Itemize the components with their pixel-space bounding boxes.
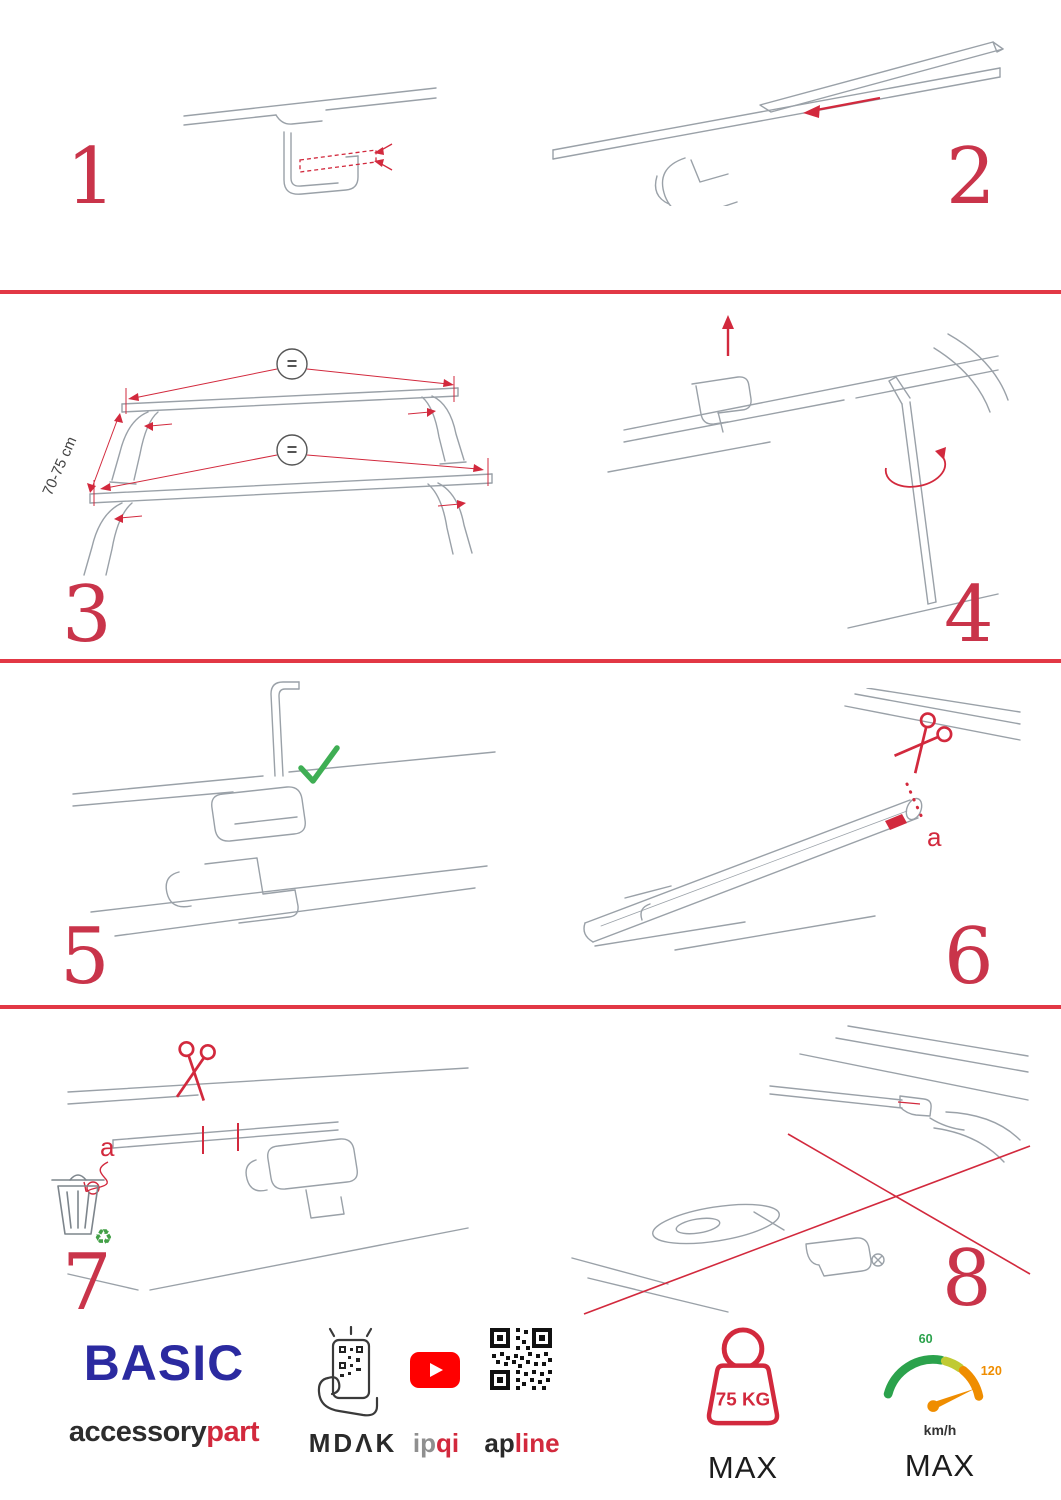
strap-cut-sketch bbox=[67, 1067, 469, 1291]
recycle-icon: ♻ bbox=[94, 1226, 113, 1249]
scissors-icon bbox=[175, 1040, 216, 1102]
weight-value: 75 KG bbox=[716, 1388, 770, 1409]
insert-up-arrow-icon bbox=[722, 315, 734, 356]
checkmark-icon bbox=[298, 745, 340, 784]
partner-apline-black: ap bbox=[484, 1428, 515, 1458]
pad-arrow-icon bbox=[374, 147, 384, 155]
weight-max-label: MAX bbox=[707, 1450, 779, 1485]
equal-sign-bottom: = bbox=[287, 440, 298, 460]
trash-bin-icon bbox=[51, 1174, 105, 1235]
partner-mdak: MDΛK bbox=[308, 1428, 398, 1458]
red-divider bbox=[0, 659, 1061, 663]
rail-and-clamp-sketch bbox=[183, 87, 437, 195]
phone-qr-pixels bbox=[339, 1346, 363, 1377]
step-7-number: 7 bbox=[62, 1238, 112, 1328]
discard-cord-line bbox=[83, 1161, 109, 1195]
step-1-number: 1 bbox=[66, 132, 116, 222]
brand-subtitle-black: accessory bbox=[68, 1416, 207, 1448]
cut-piece-label: a bbox=[100, 1132, 115, 1162]
weight-body bbox=[706, 1363, 780, 1426]
partner-ipqi: ipqi bbox=[404, 1428, 468, 1459]
brand-block: BASIC accessorypart bbox=[58, 1338, 270, 1449]
partner-apline-red: line bbox=[514, 1428, 560, 1458]
slide-direction-arrow-icon bbox=[803, 96, 881, 118]
step-1-illustration bbox=[183, 87, 437, 195]
max-weight-icon: 75 KG bbox=[706, 1327, 780, 1426]
assembled-view-sketch bbox=[571, 1025, 1029, 1313]
speedometer-icon: 60 120 bbox=[883, 1332, 1002, 1412]
brand-title: BASIC bbox=[83, 1335, 245, 1391]
bar-slide-sketch bbox=[552, 41, 1004, 206]
step-2-number: 2 bbox=[946, 132, 996, 222]
dimension-lines bbox=[91, 368, 489, 519]
partner-ipqi-black: ip bbox=[412, 1428, 436, 1458]
step-5-illustration bbox=[72, 681, 496, 937]
qr-code-icon bbox=[490, 1328, 552, 1390]
step-4-number: 4 bbox=[944, 570, 994, 660]
cut-marks bbox=[202, 1123, 239, 1154]
phone-outline bbox=[317, 1326, 379, 1417]
cut-piece-highlight bbox=[885, 814, 907, 830]
partner-ipqi-red: qi bbox=[436, 1428, 460, 1458]
step-6-illustration: a bbox=[583, 688, 1021, 951]
step-8-illustration bbox=[571, 1025, 1031, 1315]
cut-dots bbox=[905, 782, 925, 822]
step-4-illustration bbox=[607, 315, 1009, 629]
speed-unit-label: km/h bbox=[923, 1422, 957, 1438]
equal-sign-top: = bbox=[287, 354, 298, 374]
pin-check-sketch bbox=[72, 681, 496, 937]
step-3-number: 3 bbox=[62, 570, 112, 660]
scissors-icon bbox=[893, 712, 953, 774]
rubber-pad-highlight bbox=[299, 143, 393, 173]
step-6-number: 6 bbox=[944, 912, 994, 1002]
pad-arrow-icon bbox=[374, 159, 384, 167]
step-7-illustration: a ♻ bbox=[51, 1040, 469, 1291]
red-divider bbox=[0, 1005, 1061, 1009]
cut-piece-label: a bbox=[927, 822, 942, 852]
step-3-illustration: = = 70-75 cm bbox=[39, 348, 493, 576]
dimension-arrowheads bbox=[87, 379, 484, 523]
red-divider bbox=[0, 290, 1061, 294]
rotate-arrow-icon bbox=[884, 447, 947, 488]
brand-subtitle-red: part bbox=[206, 1416, 260, 1448]
bar-endcap-sketch bbox=[583, 688, 1021, 951]
partner-apline: apline bbox=[474, 1428, 570, 1459]
qr-modules bbox=[490, 1328, 552, 1390]
speedometer-hub bbox=[927, 1400, 940, 1412]
weight-handle bbox=[721, 1327, 765, 1371]
alignment-guide-lines bbox=[583, 1101, 1031, 1315]
step-2-illustration bbox=[552, 41, 1004, 206]
brand-subtitle: accessorypart bbox=[58, 1416, 270, 1449]
step-5-number: 5 bbox=[60, 912, 110, 1002]
equal-spacing-markers: = = bbox=[276, 348, 308, 466]
speed-low-label: 60 bbox=[919, 1332, 933, 1346]
speedometer-arcs bbox=[883, 1355, 984, 1401]
tightening-sketch bbox=[607, 333, 1009, 629]
bar-distance-measurement: 70-75 cm bbox=[39, 434, 80, 498]
scan-qr-phone-icon bbox=[317, 1326, 379, 1417]
youtube-icon bbox=[410, 1352, 460, 1388]
step-8-number: 8 bbox=[942, 1234, 992, 1324]
speedometer-needle bbox=[933, 1388, 975, 1410]
speed-max-label: MAX bbox=[904, 1448, 976, 1483]
speed-high-label: 120 bbox=[981, 1364, 1002, 1378]
crossbars-sketch bbox=[83, 387, 493, 576]
